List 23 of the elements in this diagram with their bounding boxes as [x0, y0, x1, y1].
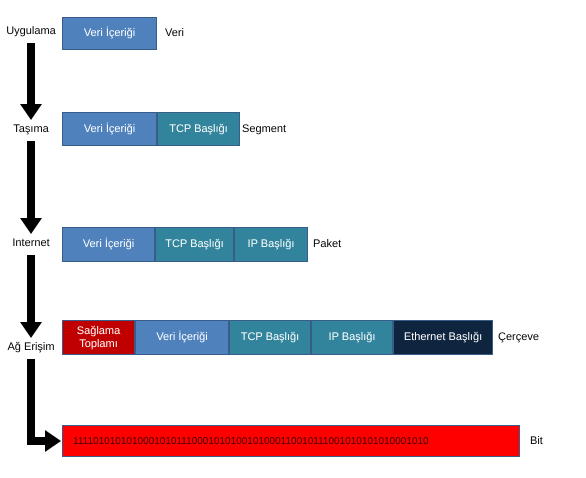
checksum-block: Sağlama Toplamı [62, 320, 135, 355]
payload-block: Veri İçeriği [62, 112, 157, 146]
layer-label: Taşıma [0, 122, 62, 137]
header-block: TCP Başlığı [155, 227, 234, 262]
header-block: TCP Başlığı [157, 112, 240, 146]
unit-label: Bit [530, 435, 543, 447]
arrow [20, 255, 42, 338]
bit-stream-bar: 11110101010100010101110001010100101000110010111001010101010001010 [62, 425, 520, 457]
header-block: Ethernet Başlığı [393, 320, 493, 355]
unit-label: Paket [313, 238, 342, 250]
header-block: IP Başlığı [311, 320, 393, 355]
layer-label: Uygulama [0, 24, 62, 39]
arrow [20, 141, 42, 234]
payload-block: Veri İçeriği [62, 227, 155, 262]
layer-label: Internet [0, 236, 62, 251]
arrow [27, 359, 61, 452]
header-block: TCP Başlığı [229, 320, 311, 355]
unit-label: Veri [165, 27, 184, 39]
payload-block: Veri İçeriği [135, 320, 229, 355]
arrow [20, 43, 42, 120]
payload-block: Veri İçeriği [62, 17, 157, 50]
header-block: IP Başlığı [234, 227, 308, 262]
layer-label: Ağ Erişim [0, 340, 62, 355]
